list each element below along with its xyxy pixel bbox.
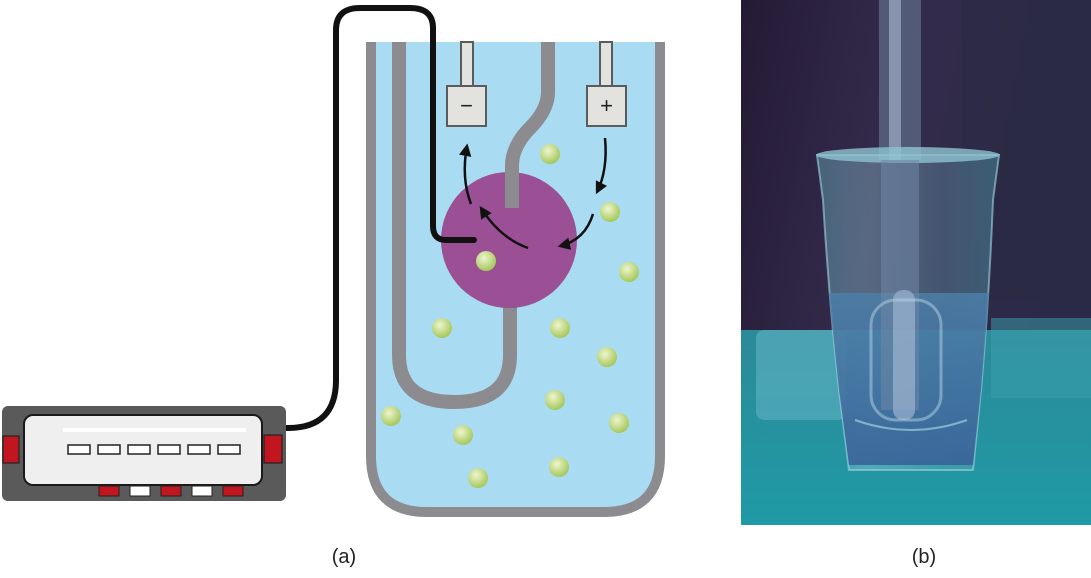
ion-particle bbox=[619, 262, 639, 282]
wire bbox=[269, 5, 477, 431]
ion-particle bbox=[432, 318, 452, 338]
ion-particles bbox=[381, 144, 639, 488]
electrochemical-sensor-diagram: − + bbox=[2, 5, 665, 517]
electron-flow-arrows bbox=[459, 137, 608, 250]
ion-particle bbox=[468, 468, 488, 488]
caption-panel-b: (b) bbox=[911, 546, 937, 568]
display-segments bbox=[67, 444, 241, 455]
membrane bbox=[441, 172, 577, 308]
u-tube-electrode bbox=[392, 42, 517, 410]
caption-panel-a: (a) bbox=[331, 546, 357, 568]
arrow-into-membrane bbox=[557, 213, 595, 250]
ion-particle bbox=[600, 202, 620, 222]
negative-terminal: − bbox=[446, 41, 487, 127]
arrow-to-negative bbox=[459, 143, 473, 205]
upper-tube bbox=[505, 42, 555, 208]
ion-particle bbox=[540, 144, 560, 164]
ion-particle bbox=[550, 318, 570, 338]
ion-particle bbox=[453, 425, 473, 445]
meter-device bbox=[2, 406, 286, 501]
ion-particle bbox=[549, 457, 569, 477]
positive-terminal: + bbox=[586, 41, 627, 127]
ion-particle bbox=[381, 406, 401, 426]
arrow-through-membrane bbox=[479, 205, 529, 250]
ion-particle bbox=[545, 390, 565, 410]
positive-sign: + bbox=[600, 93, 613, 118]
negative-sign: − bbox=[460, 93, 473, 118]
vessel-wall bbox=[366, 42, 665, 517]
meter-buttons bbox=[98, 485, 244, 497]
arrow-to-positive-membrane bbox=[595, 137, 608, 195]
right-connector bbox=[263, 434, 283, 464]
photo-sensor-in-beaker bbox=[741, 0, 1091, 525]
left-connector bbox=[2, 435, 20, 464]
ion-particle bbox=[476, 251, 496, 271]
ion-particle bbox=[597, 347, 617, 367]
ion-particle bbox=[609, 413, 629, 433]
